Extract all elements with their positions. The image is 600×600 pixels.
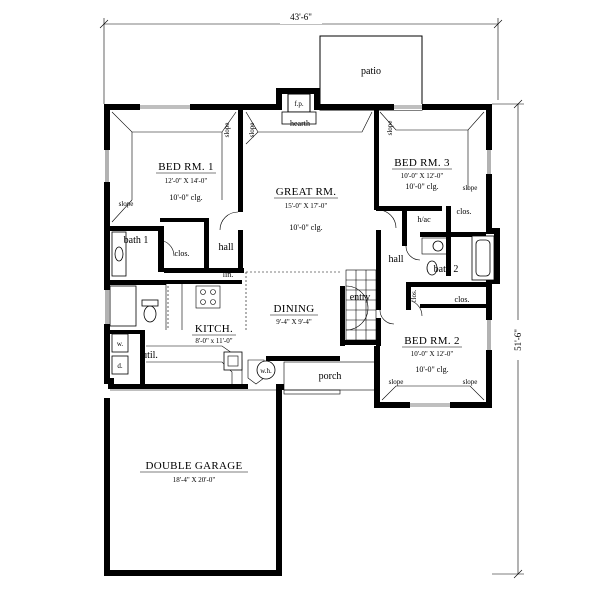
great-room-name: GREAT RM.	[276, 186, 337, 198]
bath2-fixtures	[421, 235, 495, 281]
dining-name: DINING	[274, 303, 315, 315]
closet-label-bed3: clos.	[457, 207, 472, 216]
dashed-openings	[167, 271, 340, 330]
doors	[157, 209, 423, 331]
garage-dimensions: 18'-4" X 20'-0"	[173, 476, 216, 484]
water-heater-label: w.h.	[260, 367, 272, 375]
slope-bed2-left: slope	[389, 378, 404, 386]
fireplace-label: f.p.	[294, 100, 304, 108]
bed1-dimensions: 12'-0" X 14'-0"	[165, 177, 208, 185]
bed-room-1: BED RM. 1 12'-0" X 14'-0" 10'-0" clg.	[156, 161, 216, 202]
slope-bed1-left: slope	[119, 200, 134, 208]
washer-label: w.	[117, 340, 124, 348]
garage-details	[110, 389, 341, 395]
overall-depth-label: 51'-6"	[513, 329, 523, 351]
hall-label-right: hall	[389, 254, 404, 265]
garage-name: DOUBLE GARAGE	[145, 460, 242, 472]
depth-dimension-line: 51'-6"	[492, 99, 526, 579]
utility-appliances: w. d.	[111, 333, 129, 375]
bed-room-3: BED RM. 3 10'-0" X 12'-0" 10'-0" clg.	[392, 157, 452, 191]
entry-tile	[345, 269, 377, 341]
slope-annotations: slope slope slope slope slope slope slop…	[119, 121, 478, 386]
bed1-name: BED RM. 1	[158, 161, 214, 173]
bed3-dimensions: 10'-0" X 12'-0"	[401, 172, 444, 180]
bed1-ceiling: 10'-0" clg.	[169, 193, 202, 202]
interior-walls	[106, 110, 492, 384]
overall-width-label: 43'-6"	[290, 12, 312, 22]
bath1-label: bath 1	[124, 235, 149, 246]
slope-bed3-left: slope	[386, 121, 394, 136]
hearth-label: hearth	[290, 119, 310, 128]
windows	[104, 104, 492, 408]
great-room-dimensions: 15'-0" X 17'-0"	[285, 202, 328, 210]
dining-dimensions: 9'-4" X 9'-4"	[276, 318, 312, 326]
slope-bed3-right: slope	[463, 184, 478, 192]
patio-label: patio	[361, 66, 381, 77]
slope-great-room: slope	[248, 123, 256, 138]
kitchen-name: KITCH.	[195, 323, 233, 335]
great-room-ceiling: 10'-0" clg.	[289, 223, 322, 232]
bath1-fixtures	[109, 231, 159, 327]
closet-label-bed1: clos.	[175, 249, 190, 258]
patio: patio	[319, 35, 423, 111]
linen-label: lin.	[223, 270, 233, 279]
porch-label: porch	[319, 371, 342, 382]
hall-label-left: hall	[219, 242, 234, 253]
great-room: GREAT RM. 15'-0" X 17'-0" 10'-0" clg.	[274, 186, 338, 232]
fireplace: f.p. hearth	[281, 93, 317, 128]
kitchen-dimensions: 8'-0" x 11'-0"	[195, 337, 232, 345]
bed3-ceiling: 10'-0" clg.	[405, 182, 438, 191]
kitchen-fixtures	[146, 284, 265, 385]
entry-label: entry	[350, 292, 371, 303]
water-heater: w.h.	[256, 360, 276, 380]
double-garage: DOUBLE GARAGE 18'-4" X 20'-0"	[140, 460, 248, 484]
slope-bed1-top: slope	[223, 123, 231, 138]
bed3-name: BED RM. 3	[394, 157, 450, 169]
utility-label: util.	[142, 350, 158, 361]
closet-label-bed2: clos.	[455, 295, 470, 304]
kitchen: KITCH. 8'-0" x 11'-0"	[192, 323, 236, 345]
bed2-name: BED RM. 2	[404, 335, 460, 347]
slope-bed2-right: slope	[463, 378, 478, 386]
closet-label-hall: clos.	[410, 289, 418, 302]
bed2-dimensions: 10'-0" X 12'-0"	[411, 350, 454, 358]
hvac-label: h/ac	[417, 215, 431, 224]
dining-room: DINING 9'-4" X 9'-4"	[270, 303, 318, 326]
dryer-label: d.	[117, 362, 123, 370]
ceiling-slope-lines	[111, 111, 485, 401]
space-labels: bath 1 clos. hall lin. entry hall h/ac c…	[124, 207, 472, 361]
width-dimension-line: 43'-6"	[99, 11, 503, 104]
porch: porch	[283, 361, 377, 391]
bed-room-2: BED RM. 2 10'-0" X 12'-0" 10'-0" clg.	[402, 335, 462, 374]
bed2-ceiling: 10'-0" clg.	[415, 365, 448, 374]
bath2-label: bath 2	[434, 264, 459, 275]
